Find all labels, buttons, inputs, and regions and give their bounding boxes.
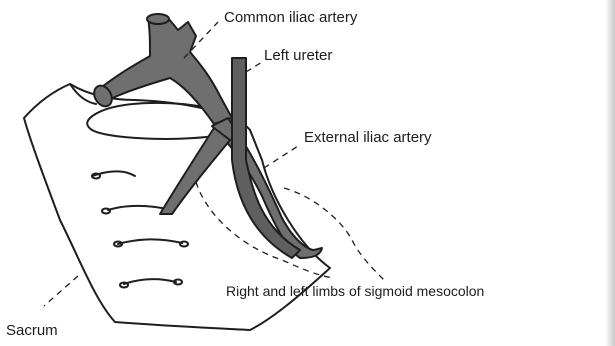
foramen	[120, 283, 128, 288]
left-ureter	[232, 58, 300, 258]
leader-sacrum	[44, 276, 78, 306]
label-external-iliac-artery: External iliac artery	[304, 130, 432, 145]
sacral-foramina-row-3	[118, 239, 182, 244]
foramen	[180, 242, 188, 247]
label-sacrum: Sacrum	[6, 323, 58, 338]
leader-external-iliac	[264, 146, 298, 168]
sacral-foramina-row-4	[124, 279, 176, 284]
foramen	[102, 209, 110, 214]
label-left-ureter: Left ureter	[264, 48, 332, 63]
label-common-iliac-artery: Common iliac artery	[224, 10, 357, 25]
page-edge-shadow	[605, 0, 615, 346]
label-sigmoid-mesocolon: Right and left limbs of sigmoid mesocolo…	[226, 284, 484, 298]
leader-left-ureter	[246, 62, 262, 72]
internal-iliac-artery	[160, 128, 230, 214]
